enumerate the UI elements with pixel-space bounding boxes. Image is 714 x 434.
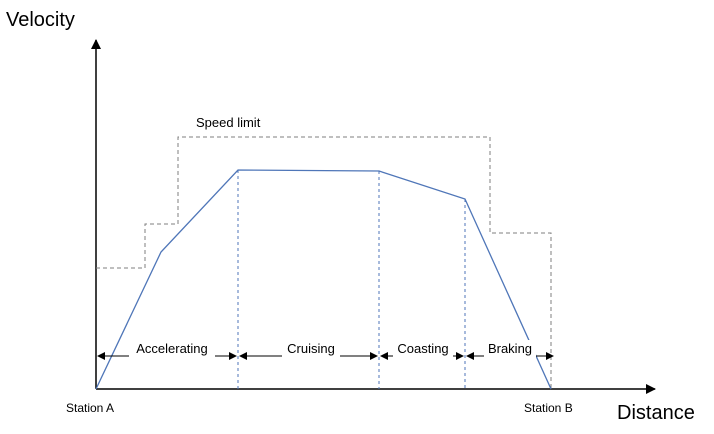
phase-label-accelerating: Accelerating: [136, 341, 208, 356]
velocity-profile-curve: [95, 169, 552, 390]
phase-label-coasting: Coasting: [397, 341, 448, 356]
phase-label-bg-cruising: [282, 340, 340, 358]
phase-label-cruising: Cruising: [287, 341, 335, 356]
speed-limit-line: [96, 136, 552, 389]
y-axis-label: Velocity: [6, 9, 75, 31]
x-axis-label: Distance: [617, 402, 695, 424]
phase-label-bg-accelerating: [129, 340, 215, 358]
phase-label-bg-braking: [484, 340, 536, 358]
phase-label-braking: Braking: [488, 341, 532, 356]
station-b-label: Station B: [524, 401, 573, 415]
phase-label-bg-coasting: [393, 340, 453, 358]
speed-limit-label: Speed limit: [196, 115, 261, 130]
station-a-label: Station A: [66, 401, 114, 415]
